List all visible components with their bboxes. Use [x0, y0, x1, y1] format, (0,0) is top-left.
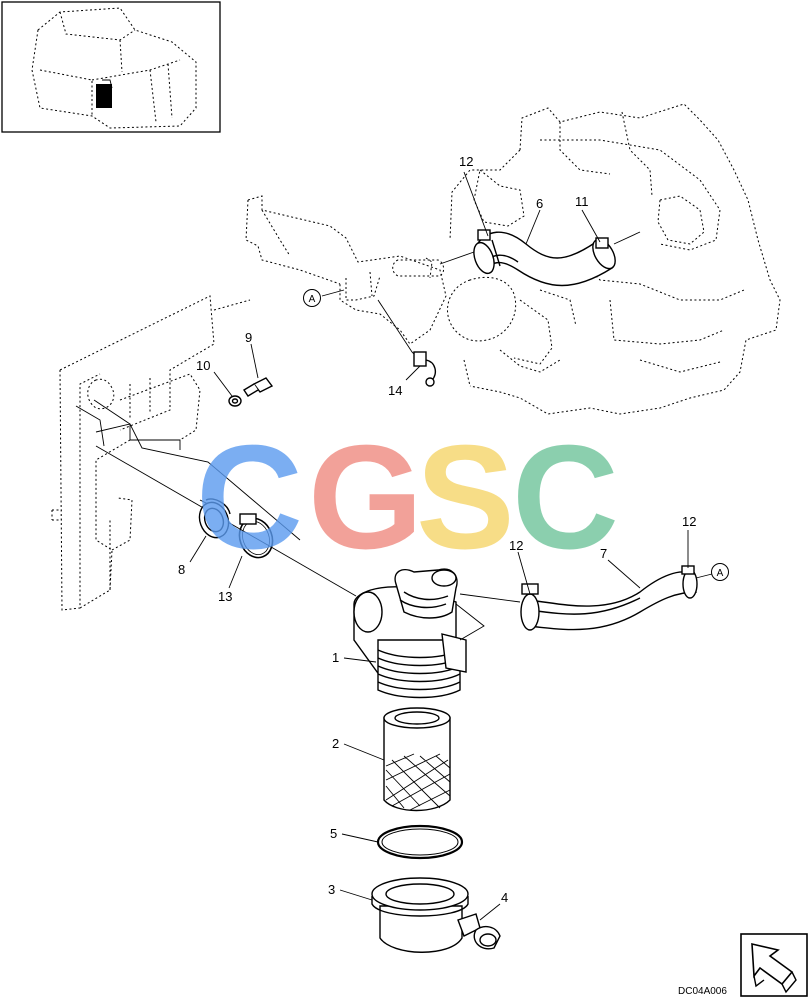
drawing-code: DC04A006	[678, 986, 727, 997]
svg-text:A: A	[309, 294, 316, 305]
hose-lower	[523, 571, 697, 631]
filter-element	[383, 707, 451, 812]
hose-clamp-upper-right	[592, 237, 616, 270]
callout-14: 14	[388, 383, 402, 398]
mounting-bracket-outline	[245, 195, 447, 345]
hose-clamp-lower-left	[520, 583, 540, 631]
leader-hose-upper-left	[439, 251, 475, 265]
callout-9: 9	[245, 330, 252, 345]
restriction-indicator	[377, 299, 437, 387]
callout-11: 11	[575, 194, 589, 209]
watermark-letter-s: S	[416, 415, 515, 580]
leader-hose-lower-right	[695, 573, 713, 579]
leader-lines	[189, 171, 689, 921]
callout-3: 3	[328, 882, 335, 897]
machine-locator-icon	[1, 1, 221, 133]
air-cleaner-body	[353, 568, 485, 699]
callout-2: 2	[332, 736, 339, 751]
hose-clamp-upper-left	[473, 229, 495, 275]
callout-12-upper: 12	[459, 154, 473, 169]
hose-upper	[475, 231, 613, 287]
watermark-letter-g: G	[308, 415, 423, 580]
cgsc-watermark: C G S C	[196, 415, 619, 580]
callout-12-lower-left: 12	[509, 538, 523, 553]
callout-5: 5	[330, 826, 337, 841]
washer	[228, 395, 242, 407]
svg-text:A: A	[717, 568, 724, 579]
callout-4: 4	[501, 890, 508, 905]
leader-hose-lower-left	[459, 593, 521, 603]
callout-6: 6	[536, 196, 543, 211]
leader-hose-upper-right	[613, 231, 641, 245]
o-ring	[376, 824, 464, 860]
connector-a-upper: A	[303, 289, 345, 307]
band-clamp	[238, 513, 274, 559]
callout-7: 7	[600, 546, 607, 561]
dust-cup	[371, 877, 469, 953]
bolt	[243, 377, 274, 397]
watermark-letter-c2: C	[512, 415, 619, 580]
rubber-sleeve	[198, 498, 231, 539]
callout-8: 8	[178, 562, 185, 577]
callout-12-lower-right: 12	[682, 514, 696, 529]
dust-valve	[457, 913, 501, 950]
callout-10: 10	[196, 358, 210, 373]
orientation-arrow-icon	[740, 933, 808, 997]
callout-1: 1	[332, 650, 339, 665]
callout-13: 13	[218, 589, 232, 604]
watermark-letter-c: C	[196, 415, 303, 580]
connector-a-lower: A	[711, 563, 729, 581]
hose-clamp-lower-right	[681, 565, 698, 599]
